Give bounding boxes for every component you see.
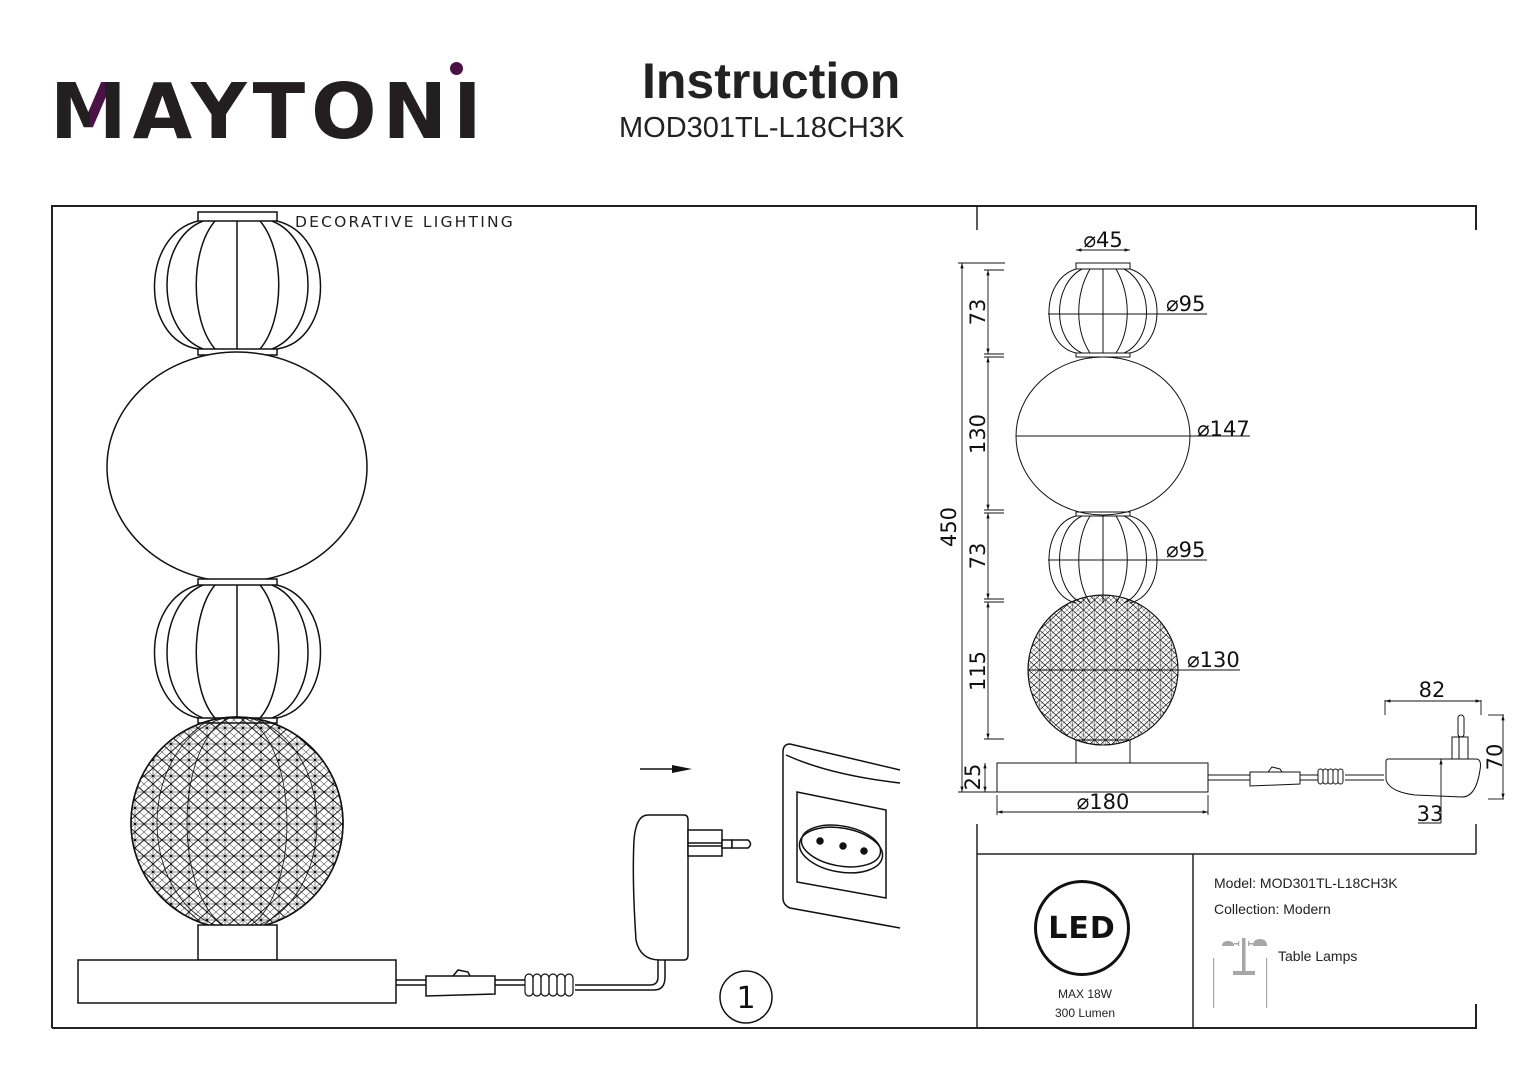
category-label: Table Lamps xyxy=(1278,948,1358,964)
dimension-drawing xyxy=(958,248,1505,824)
dim-adapter-width: 82 xyxy=(1419,678,1446,702)
step-number: 1 xyxy=(736,981,755,1016)
dim-total-height: 450 xyxy=(937,507,961,547)
dim-crystal-height: 115 xyxy=(966,651,990,691)
dim-globe-height: 130 xyxy=(966,414,990,454)
model-info: Model: MOD301TL-L18CH3K xyxy=(1214,875,1398,891)
spec-power: MAX 18W xyxy=(1057,987,1112,1001)
lamp-illustration xyxy=(77,211,666,1004)
brand-wordmark: MAYTONI xyxy=(50,74,488,151)
wall-socket-icon xyxy=(782,743,901,929)
page-frame xyxy=(51,205,1477,1029)
brand-logo: MAYTONI DECORATIVE LIGHTING xyxy=(50,60,513,231)
led-icon: LED xyxy=(1034,880,1130,976)
brand-accent-dot xyxy=(450,62,463,75)
dim-top-cap: ⌀45 xyxy=(1083,228,1122,252)
spec-lumen: 300 Lumen xyxy=(1054,1006,1116,1020)
dim-base-height: 25 xyxy=(961,764,985,791)
brand-letters: AYTONI xyxy=(132,68,488,157)
power-adapter-icon xyxy=(632,814,752,961)
document-model-number: MOD301TL-L18CH3K xyxy=(619,112,905,144)
dim-globe-diameter: ⌀147 xyxy=(1197,417,1250,441)
dim-adapter-height: 70 xyxy=(1483,744,1507,771)
dim-middle-shade-height: 73 xyxy=(966,543,990,570)
step-number-badge: 1 xyxy=(719,970,773,1024)
cable-coil xyxy=(524,973,574,997)
collection-value: Modern xyxy=(1283,901,1331,917)
dim-top-shade-diameter: ⌀95 xyxy=(1166,292,1205,316)
model-value: MOD301TL-L18CH3K xyxy=(1259,875,1398,891)
dim-base-diameter: ⌀180 xyxy=(1077,790,1130,814)
dim-middle-shade-diameter: ⌀95 xyxy=(1166,538,1205,562)
brand-letter-m: M xyxy=(50,68,133,157)
brand-tagline: DECORATIVE LIGHTING xyxy=(295,213,515,231)
inline-switch xyxy=(425,975,496,997)
table-lamp-icon xyxy=(1213,938,1268,1008)
crystal-globe xyxy=(130,716,344,930)
collection-info: Collection: Modern xyxy=(1214,901,1331,917)
collection-label: Collection: xyxy=(1214,901,1280,917)
arrow-right-icon xyxy=(640,765,692,773)
top-ribbed-shade xyxy=(153,220,322,350)
model-label: Model: xyxy=(1214,875,1257,891)
dim-adapter-depth: 33 xyxy=(1417,802,1444,826)
dim-top-shade-height: 73 xyxy=(966,299,990,326)
lamp-base xyxy=(77,959,397,1004)
dim-crystal-diameter: ⌀130 xyxy=(1187,648,1240,672)
middle-ribbed-shade xyxy=(153,584,322,719)
dimension-labels: ⌀45 ⌀95 ⌀147 ⌀95 ⌀130 ⌀180 82 33 70 450 … xyxy=(937,228,1507,826)
document-title: Instruction xyxy=(642,53,901,109)
opal-globe xyxy=(106,351,368,583)
